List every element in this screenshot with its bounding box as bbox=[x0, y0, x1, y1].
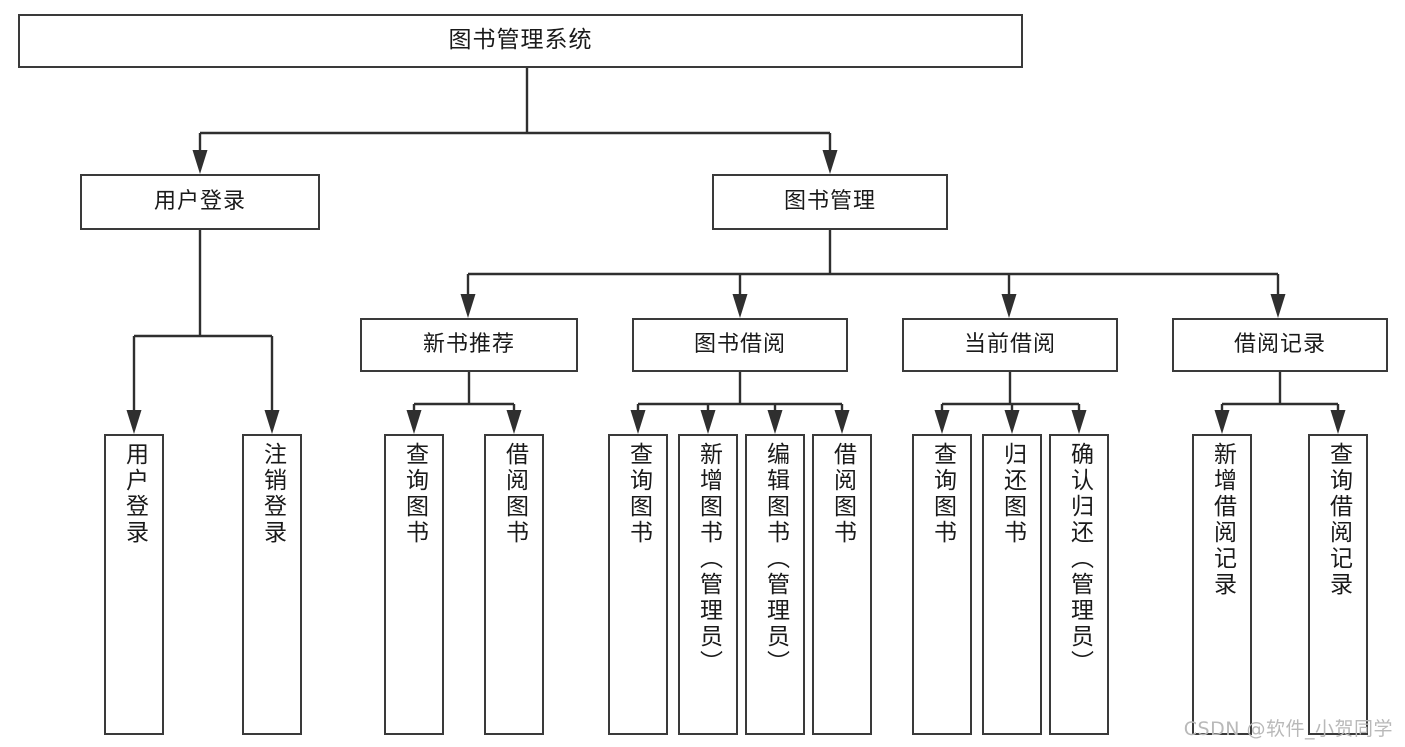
node-user-login[interactable]: 用户登录 bbox=[80, 174, 320, 230]
node-borrow-record[interactable]: 借阅记录 bbox=[1172, 318, 1388, 372]
node-user-login-label: 用户登录 bbox=[153, 189, 246, 215]
leaf-add-book[interactable]: 新增图书（管理员） bbox=[678, 434, 738, 735]
leaf-add-book-label: 新增图书（管理员） bbox=[695, 442, 722, 676]
leaf-user-login[interactable]: 用户登录 bbox=[104, 434, 164, 735]
node-book-manage-label: 图书管理 bbox=[783, 189, 876, 215]
leaf-confirm-return-label: 确认归还（管理员） bbox=[1066, 442, 1093, 676]
leaf-query-borrow-record[interactable]: 查询借阅记录 bbox=[1308, 434, 1368, 735]
node-current-borrow[interactable]: 当前借阅 bbox=[902, 318, 1118, 372]
leaf-query-book-2[interactable]: 查询图书 bbox=[608, 434, 668, 735]
node-new-book-recommend-label: 新书推荐 bbox=[422, 332, 515, 358]
leaf-borrow-book-1-label: 借阅图书 bbox=[501, 442, 528, 546]
csdn-watermark: CSDN @软件_小贺同学 bbox=[1183, 718, 1393, 740]
leaf-user-login-label: 用户登录 bbox=[121, 442, 148, 546]
leaf-borrow-book-2[interactable]: 借阅图书 bbox=[812, 434, 872, 735]
leaf-logout-label: 注销登录 bbox=[259, 442, 286, 546]
leaf-logout[interactable]: 注销登录 bbox=[242, 434, 302, 735]
node-borrow-record-label: 借阅记录 bbox=[1233, 332, 1326, 358]
node-book-borrow[interactable]: 图书借阅 bbox=[632, 318, 848, 372]
node-root[interactable]: 图书管理系统 bbox=[18, 14, 1023, 68]
node-current-borrow-label: 当前借阅 bbox=[963, 332, 1056, 358]
leaf-query-book-3-label: 查询图书 bbox=[929, 442, 956, 546]
leaf-query-book-1-label: 查询图书 bbox=[401, 442, 428, 546]
leaf-edit-book[interactable]: 编辑图书（管理员） bbox=[745, 434, 805, 735]
leaf-return-book-label: 归还图书 bbox=[999, 442, 1026, 546]
node-book-manage[interactable]: 图书管理 bbox=[712, 174, 948, 230]
leaf-edit-book-label: 编辑图书（管理员） bbox=[762, 442, 789, 676]
leaf-query-book-2-label: 查询图书 bbox=[625, 442, 652, 546]
leaf-confirm-return[interactable]: 确认归还（管理员） bbox=[1049, 434, 1109, 735]
node-new-book-recommend[interactable]: 新书推荐 bbox=[360, 318, 578, 372]
leaf-query-book-1[interactable]: 查询图书 bbox=[384, 434, 444, 735]
leaf-return-book[interactable]: 归还图书 bbox=[982, 434, 1042, 735]
leaf-add-borrow-record[interactable]: 新增借阅记录 bbox=[1192, 434, 1252, 735]
leaf-query-borrow-record-label: 查询借阅记录 bbox=[1325, 442, 1352, 598]
leaf-add-borrow-record-label: 新增借阅记录 bbox=[1209, 442, 1236, 598]
leaf-borrow-book-1[interactable]: 借阅图书 bbox=[484, 434, 544, 735]
node-book-borrow-label: 图书借阅 bbox=[693, 332, 786, 358]
leaf-query-book-3[interactable]: 查询图书 bbox=[912, 434, 972, 735]
node-root-label: 图书管理系统 bbox=[448, 27, 593, 54]
leaf-borrow-book-2-label: 借阅图书 bbox=[829, 442, 856, 546]
